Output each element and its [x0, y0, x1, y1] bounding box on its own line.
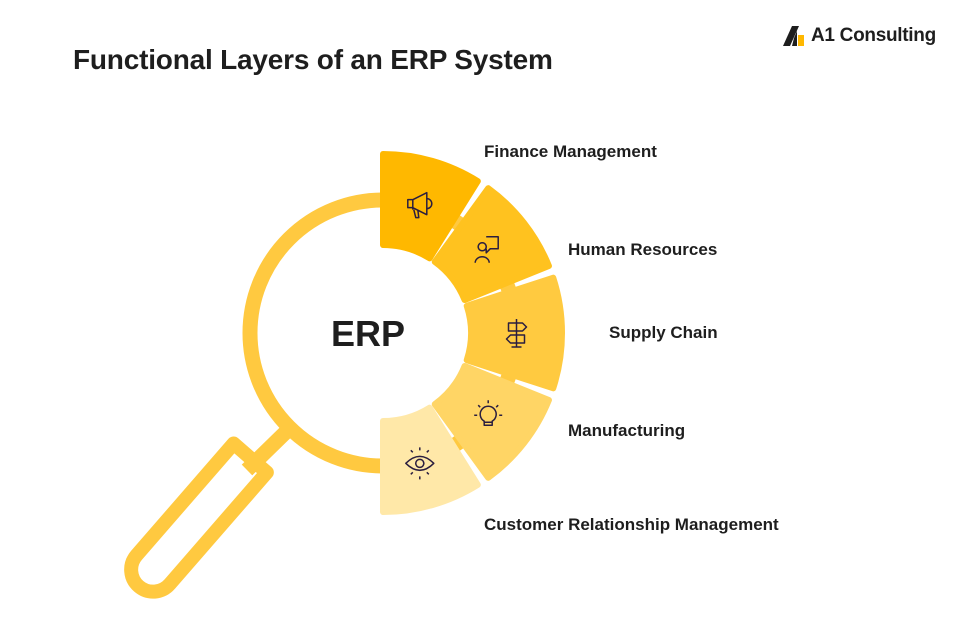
- person-chat-icon: [474, 236, 499, 263]
- center-label: ERP: [331, 313, 405, 354]
- label-manufacturing: Manufacturing: [568, 421, 686, 440]
- page-title: Functional Layers of an ERP System: [73, 44, 553, 75]
- a1-logo-icon: [783, 26, 804, 46]
- brand-name: A1 Consulting: [811, 25, 936, 46]
- label-customer-relationship-management: Customer Relationship Management: [484, 515, 779, 534]
- signpost-icon: [505, 319, 528, 348]
- brand-logo: A1 Consulting: [783, 25, 936, 47]
- label-human-resources: Human Resources: [568, 240, 718, 259]
- eye-icon: [405, 447, 435, 480]
- megaphone-icon: [407, 191, 433, 219]
- segment-human-resources: [431, 185, 552, 304]
- label-supply-chain: Supply Chain: [609, 323, 718, 342]
- magnifier-handle: [124, 436, 274, 599]
- lightbulb-icon: [474, 400, 503, 426]
- label-finance-management: Finance Management: [484, 142, 657, 161]
- segment-supply-chain: [463, 274, 565, 392]
